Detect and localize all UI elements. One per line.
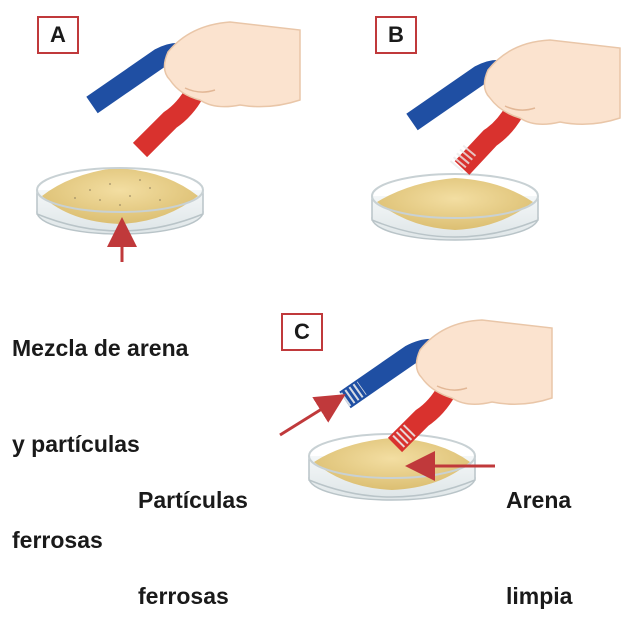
petri-dish-b bbox=[371, 173, 539, 241]
petri-dish-a bbox=[36, 167, 204, 235]
arrow-to-iron-particles bbox=[279, 394, 346, 437]
clean-sand-caption: Arena limpia bbox=[506, 420, 572, 644]
clean-sand-caption-line-2: limpia bbox=[506, 583, 573, 609]
panel-label-a: A bbox=[37, 16, 79, 54]
illustration bbox=[36, 21, 621, 501]
panel-b-scene bbox=[371, 39, 621, 241]
hand-b bbox=[483, 39, 621, 125]
panel-label-c: C bbox=[281, 313, 323, 351]
clean-sand-caption-line-1: Arena bbox=[506, 487, 572, 513]
iron-particles-caption-line-2: ferrosas bbox=[138, 583, 229, 609]
hand-a bbox=[163, 21, 301, 108]
iron-particles-caption-line-1: Partículas bbox=[138, 487, 248, 513]
mixture-caption-line-2: y partículas bbox=[12, 431, 140, 457]
hand-c bbox=[415, 319, 553, 405]
mixture-caption-line-1: Mezcla de arena bbox=[12, 335, 189, 361]
iron-particles-caption: Partículas ferrosas bbox=[138, 420, 248, 644]
panel-label-b: B bbox=[375, 16, 417, 54]
